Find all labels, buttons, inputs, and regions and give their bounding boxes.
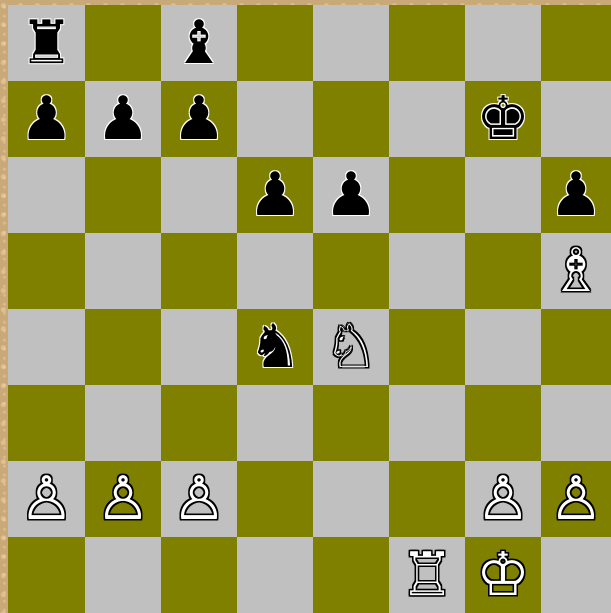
square-b4[interactable] xyxy=(85,309,161,385)
square-d5[interactable] xyxy=(237,233,313,309)
square-e6[interactable]: ♟ xyxy=(313,157,389,233)
square-b1[interactable] xyxy=(85,537,161,613)
square-e7[interactable] xyxy=(313,81,389,157)
square-a5[interactable] xyxy=(8,233,85,309)
white-king-g1[interactable]: ♔ xyxy=(476,545,530,605)
square-e8[interactable] xyxy=(313,5,389,81)
square-g1[interactable]: ♔ xyxy=(465,537,541,613)
square-g5[interactable] xyxy=(465,233,541,309)
square-a4[interactable] xyxy=(8,309,85,385)
square-g6[interactable] xyxy=(465,157,541,233)
square-g4[interactable] xyxy=(465,309,541,385)
square-g2[interactable]: ♙ xyxy=(465,461,541,537)
white-pawn-b2[interactable]: ♙ xyxy=(96,469,150,529)
square-e1[interactable] xyxy=(313,537,389,613)
square-g7[interactable]: ♚ xyxy=(465,81,541,157)
square-d1[interactable] xyxy=(237,537,313,613)
square-f6[interactable] xyxy=(389,157,465,233)
black-rook-a8[interactable]: ♜ xyxy=(20,13,74,73)
square-d4[interactable]: ♞ xyxy=(237,309,313,385)
square-c5[interactable] xyxy=(161,233,237,309)
square-f7[interactable] xyxy=(389,81,465,157)
square-g3[interactable] xyxy=(465,385,541,461)
white-pawn-g2[interactable]: ♙ xyxy=(476,469,530,529)
square-e4[interactable]: ♘ xyxy=(313,309,389,385)
square-c6[interactable] xyxy=(161,157,237,233)
square-f2[interactable] xyxy=(389,461,465,537)
square-h1[interactable] xyxy=(541,537,611,613)
square-h6[interactable]: ♟ xyxy=(541,157,611,233)
square-f8[interactable] xyxy=(389,5,465,81)
square-b2[interactable]: ♙ xyxy=(85,461,161,537)
square-h3[interactable] xyxy=(541,385,611,461)
square-h7[interactable] xyxy=(541,81,611,157)
chess-board: ♜ ♝ ♟ ♟ ♟ ♚ ♟ ♟ ♟ ♗ ♞ ♘ ♙ ♙ ♙ ♙ ♙ ♖ ♔ xyxy=(8,5,611,613)
square-b7[interactable]: ♟ xyxy=(85,81,161,157)
white-knight-e4[interactable]: ♘ xyxy=(324,317,378,377)
square-c2[interactable]: ♙ xyxy=(161,461,237,537)
square-a8[interactable]: ♜ xyxy=(8,5,85,81)
white-rook-f1[interactable]: ♖ xyxy=(400,545,454,605)
square-a6[interactable] xyxy=(8,157,85,233)
square-d3[interactable] xyxy=(237,385,313,461)
square-h8[interactable] xyxy=(541,5,611,81)
black-pawn-d6[interactable]: ♟ xyxy=(248,165,302,225)
square-c8[interactable]: ♝ xyxy=(161,5,237,81)
square-e2[interactable] xyxy=(313,461,389,537)
square-h5[interactable]: ♗ xyxy=(541,233,611,309)
white-pawn-h2[interactable]: ♙ xyxy=(549,469,603,529)
black-pawn-b7[interactable]: ♟ xyxy=(96,89,150,149)
square-b3[interactable] xyxy=(85,385,161,461)
square-g8[interactable] xyxy=(465,5,541,81)
black-pawn-e6[interactable]: ♟ xyxy=(324,165,378,225)
square-c7[interactable]: ♟ xyxy=(161,81,237,157)
black-pawn-h6[interactable]: ♟ xyxy=(549,165,603,225)
square-c4[interactable] xyxy=(161,309,237,385)
square-a1[interactable] xyxy=(8,537,85,613)
square-e3[interactable] xyxy=(313,385,389,461)
square-d8[interactable] xyxy=(237,5,313,81)
square-d6[interactable]: ♟ xyxy=(237,157,313,233)
black-pawn-c7[interactable]: ♟ xyxy=(172,89,226,149)
square-b5[interactable] xyxy=(85,233,161,309)
square-e5[interactable] xyxy=(313,233,389,309)
square-f3[interactable] xyxy=(389,385,465,461)
square-h2[interactable]: ♙ xyxy=(541,461,611,537)
black-knight-d4[interactable]: ♞ xyxy=(248,317,302,377)
square-f4[interactable] xyxy=(389,309,465,385)
square-a3[interactable] xyxy=(8,385,85,461)
black-king-g7[interactable]: ♚ xyxy=(476,89,530,149)
square-d7[interactable] xyxy=(237,81,313,157)
white-pawn-c2[interactable]: ♙ xyxy=(172,469,226,529)
square-c3[interactable] xyxy=(161,385,237,461)
square-f1[interactable]: ♖ xyxy=(389,537,465,613)
square-b8[interactable] xyxy=(85,5,161,81)
white-pawn-a2[interactable]: ♙ xyxy=(20,469,74,529)
square-a2[interactable]: ♙ xyxy=(8,461,85,537)
square-h4[interactable] xyxy=(541,309,611,385)
square-b6[interactable] xyxy=(85,157,161,233)
square-c1[interactable] xyxy=(161,537,237,613)
square-a7[interactable]: ♟ xyxy=(8,81,85,157)
white-bishop-h5[interactable]: ♗ xyxy=(549,241,603,301)
square-f5[interactable] xyxy=(389,233,465,309)
black-pawn-a7[interactable]: ♟ xyxy=(20,89,74,149)
square-d2[interactable] xyxy=(237,461,313,537)
black-bishop-c8[interactable]: ♝ xyxy=(172,13,226,73)
